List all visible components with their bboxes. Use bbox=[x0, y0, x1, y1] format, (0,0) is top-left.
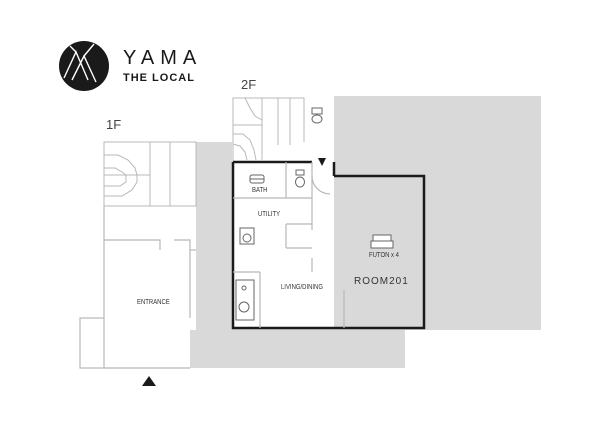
stairs-1f bbox=[103, 141, 197, 207]
floor-label-2f: 2F bbox=[241, 77, 257, 92]
toilet-icon bbox=[295, 169, 305, 188]
stairs-2f bbox=[232, 97, 305, 162]
shaded-area-bottom bbox=[190, 142, 424, 368]
floor-label-1f: 1F bbox=[106, 117, 122, 132]
futon-icon bbox=[370, 234, 394, 249]
room-label-utility: UTILITY bbox=[258, 211, 281, 218]
toilet-2f-upper bbox=[311, 107, 323, 124]
washing-machine-icon bbox=[239, 227, 255, 245]
brand-tagline: THE LOCAL bbox=[123, 72, 195, 84]
entry-arrow-2f-icon bbox=[318, 158, 326, 166]
walls-1f bbox=[79, 206, 196, 369]
yama-logo-icon bbox=[59, 41, 109, 91]
futon-label: FUTON x 4 bbox=[369, 252, 399, 259]
entry-arrow-1f-icon bbox=[142, 376, 156, 386]
brand-name: YAMA bbox=[123, 47, 203, 69]
room-label-entrance: ENTRANCE bbox=[137, 299, 170, 306]
room-label-room201: ROOM201 bbox=[354, 276, 409, 287]
shaded-area-right bbox=[334, 96, 541, 330]
room-label-living-dining: LIVING/DINING bbox=[281, 284, 323, 291]
kitchen-icon bbox=[235, 279, 255, 321]
room201-walls bbox=[231, 160, 426, 330]
bathtub-icon bbox=[249, 174, 265, 184]
interior-walls bbox=[233, 162, 345, 328]
room-label-bath: BATH bbox=[252, 187, 268, 194]
